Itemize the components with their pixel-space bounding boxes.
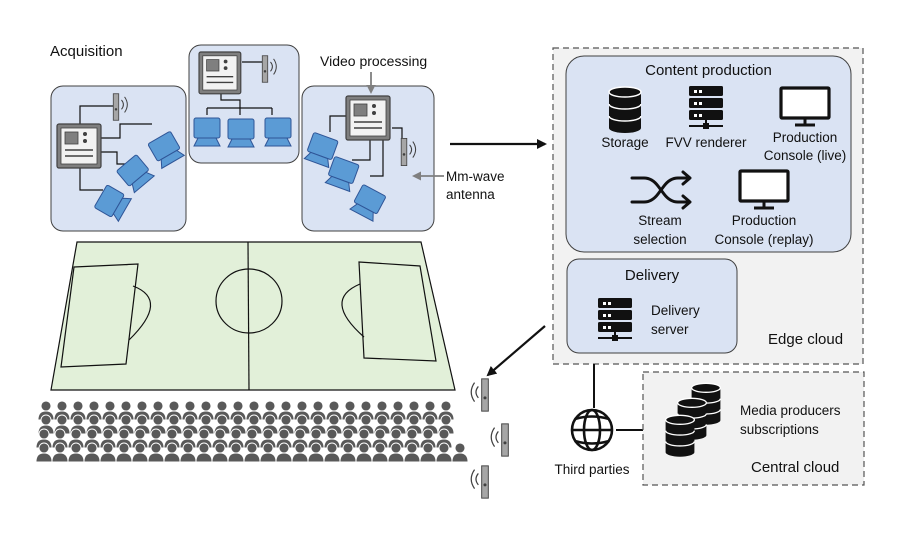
content-production-title: Content production (645, 62, 772, 79)
storage-label: Storage (601, 135, 649, 150)
processing-unit-icon (345, 95, 391, 141)
shuffle-icon (630, 170, 692, 210)
antenna-icon (470, 378, 489, 412)
camera-icon (193, 117, 221, 147)
fvv-renderer-label: FVV renderer (665, 135, 747, 150)
mmwave-label-line2: antenna (446, 187, 495, 202)
console-replay-label-line2: Console (replay) (714, 232, 814, 247)
delivery-title: Delivery (624, 267, 680, 284)
console-live-label-line1: Production (772, 130, 838, 145)
acquisition-cluster (50, 44, 444, 232)
central-cloud-label: Central cloud (751, 459, 840, 476)
delivery-server-label-line2: server (651, 322, 689, 337)
mmwave-label-line1: Mm-wave (446, 169, 505, 184)
globe-icon (570, 408, 614, 452)
stream-selection-label-line1: Stream (638, 213, 682, 228)
third-parties-label: Third parties (554, 462, 630, 477)
camera-icon (264, 117, 292, 147)
acquisition-label: Acquisition (50, 43, 123, 60)
monitor-icon (738, 169, 790, 210)
video-processing-label: Video processing (320, 53, 428, 69)
processing-unit-icon (56, 123, 102, 169)
console-replay-label-line1: Production (731, 213, 797, 228)
console-live-label-line2: Console (live) (763, 148, 847, 163)
camera-icon (227, 118, 255, 148)
processing-unit-icon (198, 51, 242, 95)
edge-cloud-label: Edge cloud (768, 331, 844, 348)
downlink-arrow (486, 325, 546, 377)
football-pitch (50, 241, 456, 391)
media-producers-label-line1: Media producers (740, 403, 841, 418)
acquisition-panel-left (50, 85, 187, 232)
central-cloud-boundary (642, 371, 865, 486)
crowd-icon (35, 400, 469, 463)
database-icon (664, 414, 696, 458)
spectator-icon (451, 442, 469, 463)
media-producers-label-line2: subscriptions (740, 422, 819, 437)
monitor-icon (779, 86, 831, 127)
database-icon (608, 86, 642, 134)
delivery-server-label-line1: Delivery (651, 303, 700, 318)
antenna-icon (470, 465, 489, 499)
antenna-icon (490, 423, 509, 457)
stream-selection-label-line2: selection (633, 232, 687, 247)
